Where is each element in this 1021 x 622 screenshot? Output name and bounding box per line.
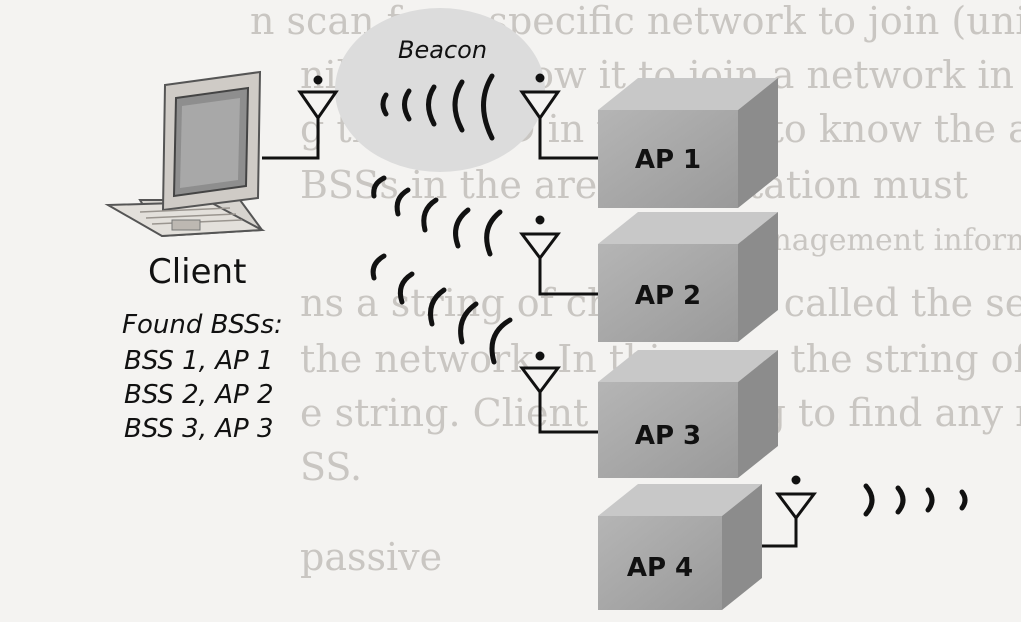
found-bss-item: BSS 2, AP 2 [124, 380, 274, 410]
laptop-icon [104, 70, 266, 238]
ap1-antenna [519, 73, 598, 160]
client-label: Client [148, 252, 247, 292]
ap4-cube: AP 4 [598, 484, 762, 610]
ap3-antenna [519, 351, 598, 434]
bg-line: SS. [300, 445, 362, 489]
ap2-antenna [519, 215, 598, 296]
ap4-label: AP 4 [627, 553, 693, 583]
ap3-cube: AP 3 [598, 350, 778, 478]
ap1-label: AP 1 [635, 145, 701, 175]
beacon-waves-icon [380, 73, 495, 141]
beacon-cloud [335, 8, 545, 172]
beacon-label: Beacon [398, 36, 488, 64]
ap3-label: AP 3 [635, 421, 701, 451]
ap2-label: AP 2 [635, 281, 701, 311]
probe-waves-ap2-icon [371, 175, 503, 257]
ap1-cube: AP 1 [598, 78, 778, 208]
ap4-waves-icon [863, 483, 968, 517]
probe-waves-ap3-icon [370, 253, 513, 365]
client-antenna [262, 75, 339, 160]
found-bss-title: Found BSSs: [122, 310, 283, 340]
ap2-cube: AP 2 [598, 212, 778, 342]
ap4-antenna [760, 475, 817, 548]
found-bss-item: BSS 1, AP 1 [124, 346, 274, 376]
found-bss-item: BSS 3, AP 3 [124, 414, 274, 444]
bg-line: passive [300, 535, 442, 579]
